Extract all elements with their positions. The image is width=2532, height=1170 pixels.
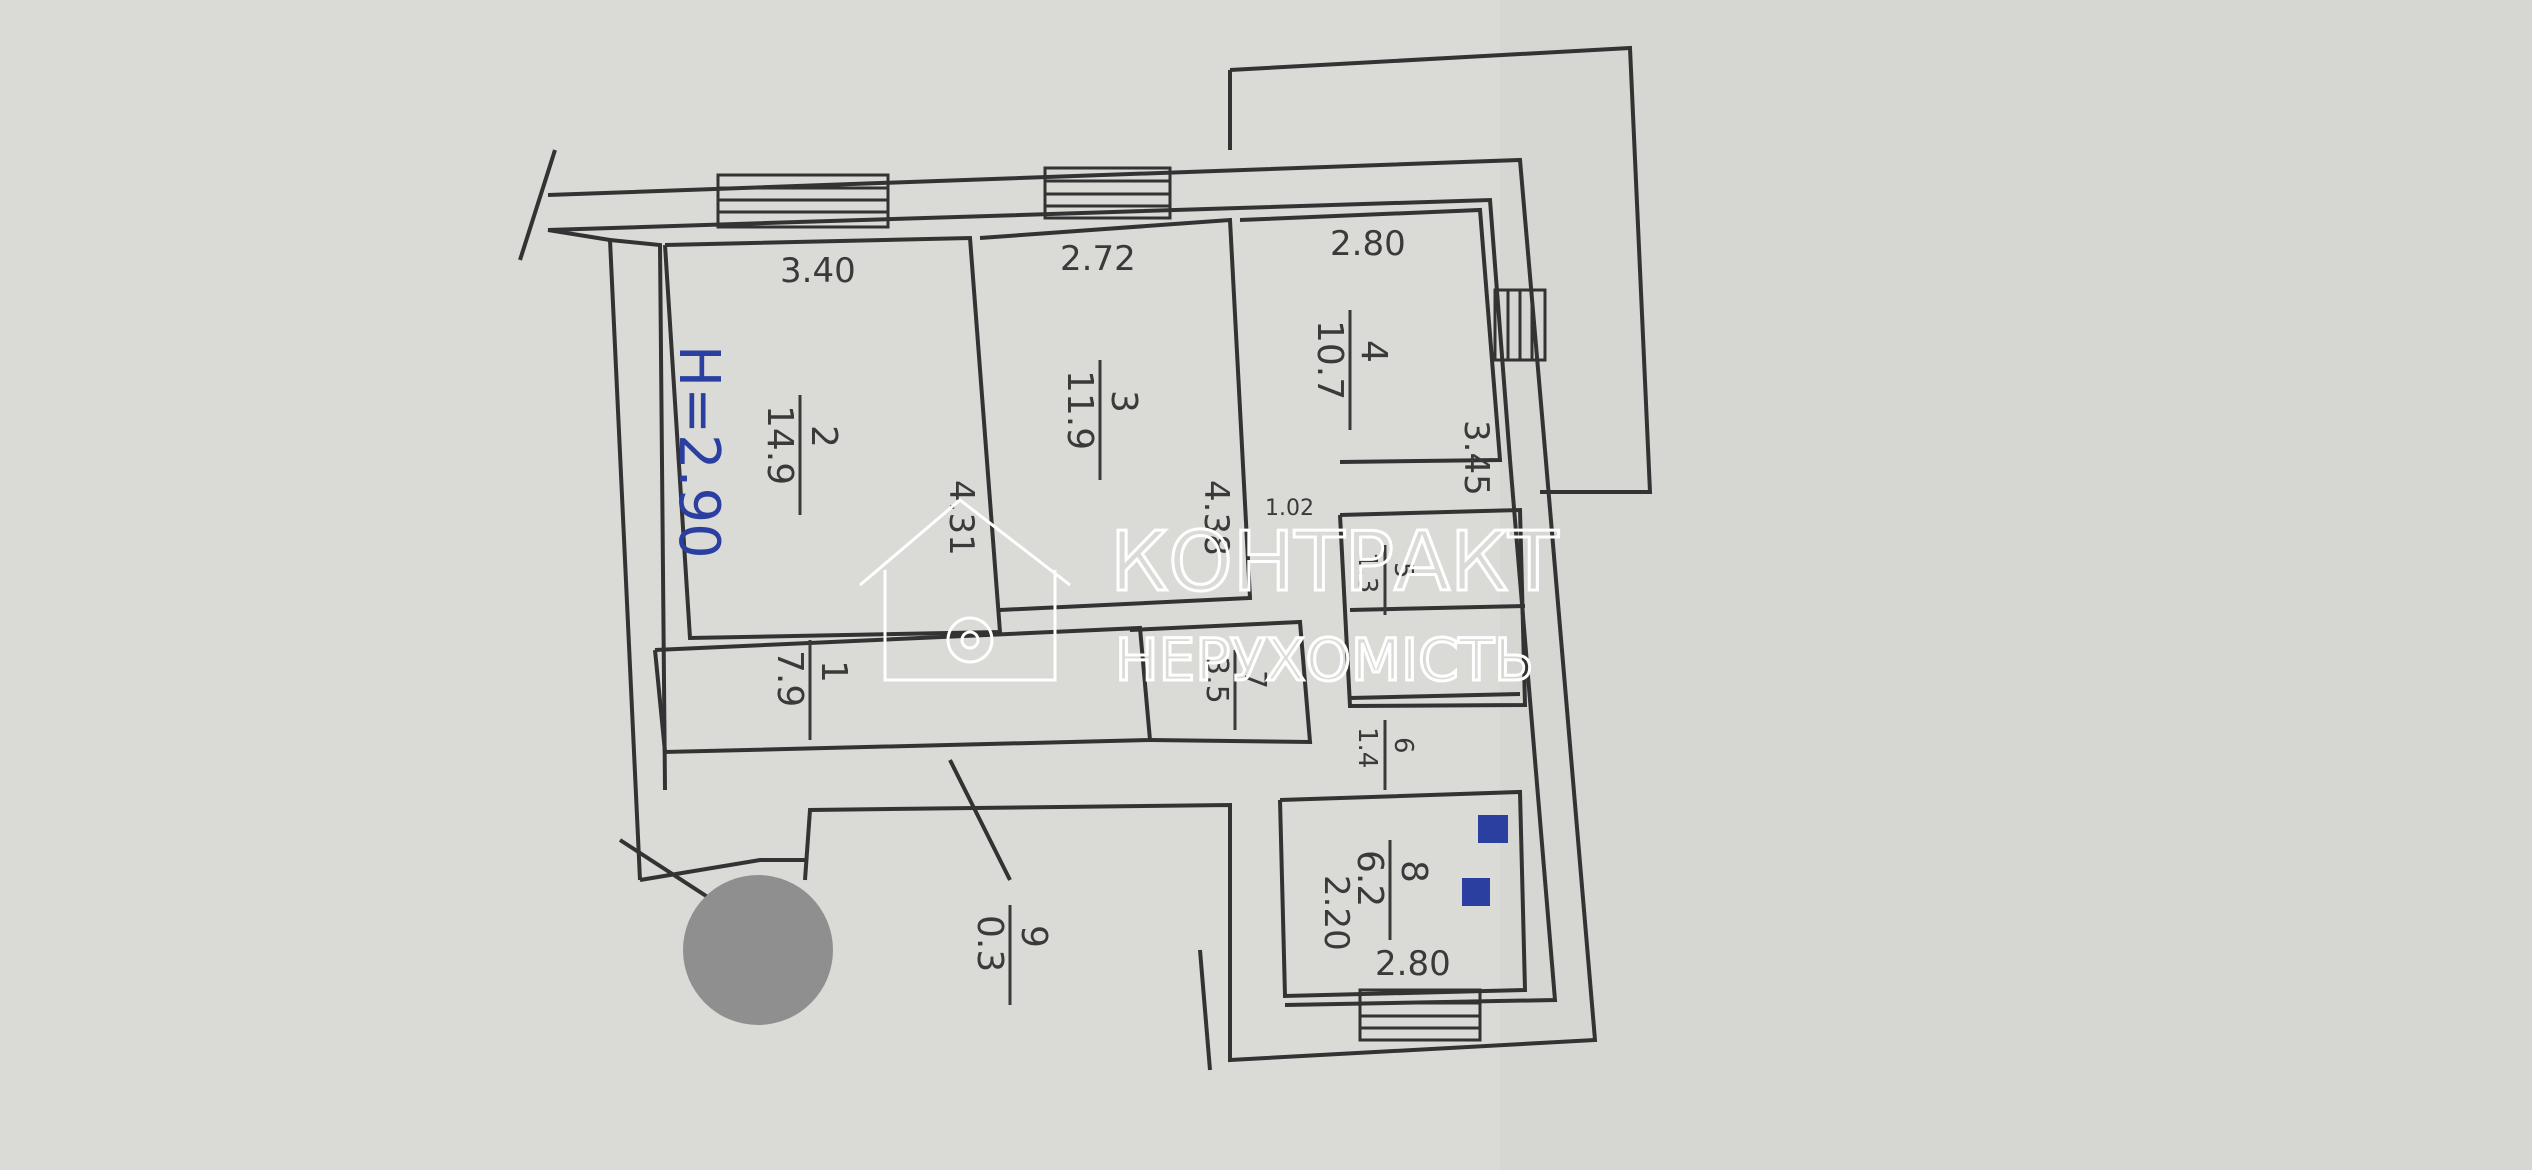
room-area: 0.3	[969, 915, 1010, 972]
room-4-label: 4 10.7	[1309, 310, 1394, 430]
room-7-label: 7 3.5	[1199, 650, 1272, 730]
room-number: 4	[1353, 340, 1394, 363]
room-labels: 2 14.9 3 11.9 4 10.7 1 7.9 5 1.3 6 1.4	[759, 310, 1434, 1005]
room-area: 14.9	[759, 405, 800, 485]
watermark-line1: КОНТРАКТ	[1110, 515, 1559, 610]
dimension-labels: 3.40 2.72 2.80 3.45 4.31 4.38 1.02 2.20 …	[780, 224, 1496, 984]
room-number: 6	[1388, 737, 1418, 754]
dim-room8-depth: 2.20	[1316, 875, 1356, 951]
room-2-label: 2 14.9	[759, 395, 844, 515]
room-number: 5	[1388, 562, 1418, 579]
room-1-label: 1 7.9	[769, 640, 854, 740]
room-number: 3	[1103, 390, 1144, 413]
room-number: 1	[813, 660, 854, 683]
room-3-label: 3 11.9	[1059, 360, 1144, 480]
room-5-label: 5 1.3	[1352, 545, 1418, 615]
room-6-label: 6 1.4	[1352, 720, 1418, 790]
dim-room8-width: 2.80	[1375, 944, 1451, 984]
dim-room3-width: 2.72	[1060, 239, 1136, 279]
redaction-circle	[683, 875, 833, 1025]
watermark: КОНТРАКТ НЕРУХОМІСТЬ	[859, 498, 1561, 696]
room-area: 10.7	[1309, 320, 1350, 400]
walls	[518, 45, 1653, 1071]
watermark-line2: НЕРУХОМІСТЬ	[1115, 626, 1534, 694]
dim-room4-depth: 3.45	[1456, 420, 1496, 496]
room-area: 1.3	[1352, 552, 1382, 593]
room-number: 8	[1393, 860, 1434, 883]
room-number: 2	[803, 425, 844, 448]
dim-room2-depth: 4.31	[941, 480, 981, 556]
room-area: 11.9	[1059, 370, 1100, 450]
room-number: 7	[1237, 670, 1272, 689]
dim-room4-width: 2.80	[1330, 224, 1406, 264]
room-9-label: 9 0.3	[969, 905, 1054, 1005]
room-number: 9	[1013, 925, 1054, 948]
room-area: 1.4	[1352, 727, 1382, 768]
dim-room3-depth: 4.38	[1196, 480, 1236, 556]
room-area: 6.2	[1349, 850, 1390, 907]
ceiling-height-note: H=2.90	[666, 345, 731, 559]
room-area: 3.5	[1199, 656, 1234, 704]
house-logo-icon	[859, 498, 1071, 682]
stove-mark-icon	[1462, 878, 1490, 906]
room-area: 7.9	[769, 650, 810, 707]
dim-room2-width: 3.40	[780, 251, 856, 291]
dim-passage: 1.02	[1265, 496, 1314, 521]
room-8-label: 8 6.2	[1349, 840, 1434, 940]
fixture-mark-icon	[1478, 815, 1508, 843]
